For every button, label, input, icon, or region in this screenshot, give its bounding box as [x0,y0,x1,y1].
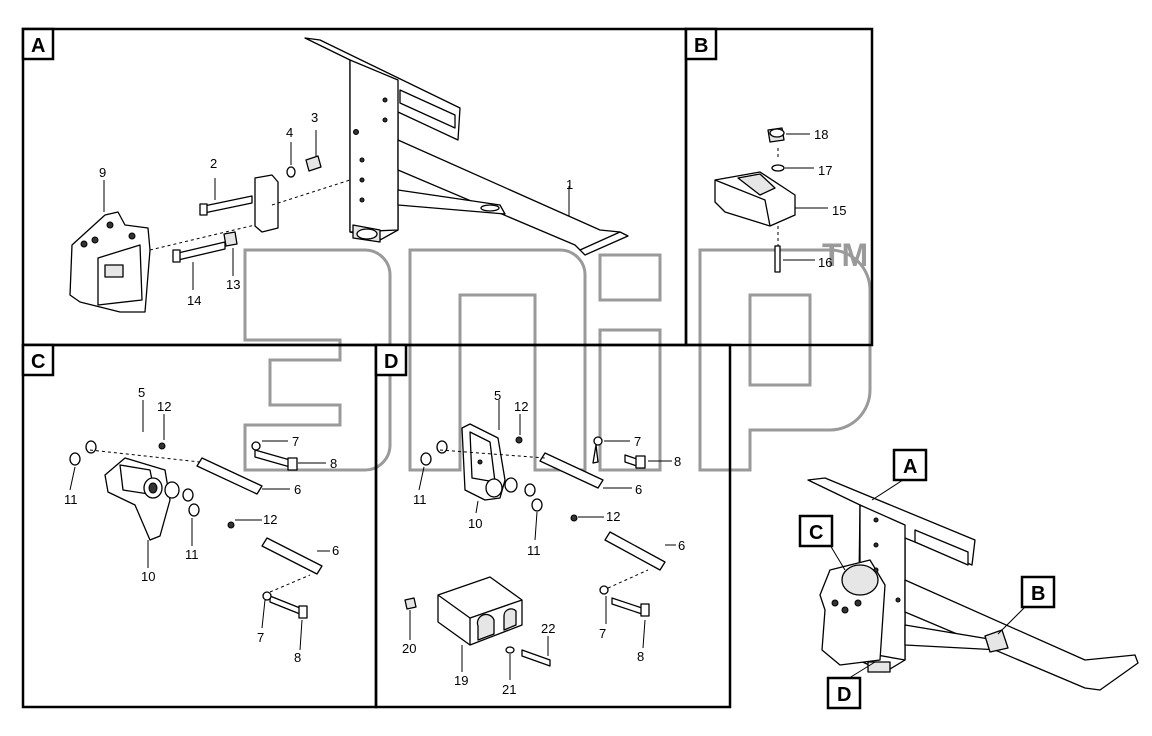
callout-d-7-top: 7 [634,434,641,449]
callout-b-15: 15 [832,203,846,218]
callout-d-11-left: 11 [413,492,427,507]
spacer-block [254,174,279,233]
part-18-washer [771,164,785,172]
watermark-trademark: TM [822,237,868,273]
callout-c-6-top: 6 [294,482,301,497]
part-6-pin-lower [261,537,323,575]
section-d-frame [374,343,732,709]
callout-c-11-mid: 11 [185,547,199,562]
callout-d-6-lower: 6 [678,538,685,553]
part-22-bolt [521,649,551,667]
svg-text:C: C [809,522,823,544]
callout-a-2: 2 [210,156,217,171]
part-20-nut [404,597,417,610]
part-15-block [714,171,796,227]
section-a-drawing: 1 2 3 4 9 13 14 [69,37,629,313]
part-2-bolt [203,195,253,214]
svg-text:B: B [1031,583,1045,605]
callout-a-13: 13 [226,277,240,292]
part-19-block [437,576,523,646]
callout-d-10: 10 [468,516,482,531]
callout-a-1: 1 [566,177,573,192]
section-b-frame [684,27,874,347]
callout-c-12-top: 12 [157,399,171,414]
callout-d-7-lower: 7 [599,626,606,641]
callout-c-8-top: 8 [330,456,337,471]
callout-c-5: 5 [138,385,145,400]
part-3-nut [305,155,322,172]
section-b-drawing: 18 17 15 16 [714,127,846,273]
part-6-pin-lower-d [604,531,666,571]
svg-text:A: A [903,456,917,478]
section-d-drawing: 5 12 7 8 11 6 10 12 11 6 7 8 20 19 21 22 [402,388,685,697]
section-c-tag: C [21,343,55,377]
callout-a-9: 9 [99,165,106,180]
callout-c-7-lower: 7 [257,630,264,645]
part-10-plate [461,423,518,501]
overview-tag-a: A [892,448,928,482]
svg-text:A: A [31,35,45,57]
callout-d-22: 22 [541,621,555,636]
callout-d-21: 21 [502,682,516,697]
part-21-washer [505,646,515,654]
overview-tag-d: D [826,676,862,710]
callout-c-6-lower: 6 [332,543,339,558]
callout-d-11-mid: 11 [527,543,541,558]
svg-text:B: B [694,35,708,57]
overview-tag-b: B [1020,575,1056,609]
callout-c-11-left: 11 [64,492,78,507]
section-c-drawing: 5 12 7 8 11 6 10 11 12 6 7 8 [64,385,339,665]
svg-text:D: D [384,351,398,373]
callout-a-14: 14 [187,293,201,308]
part-9-bracket [69,211,151,313]
callout-d-20: 20 [402,641,416,656]
svg-text:D: D [837,684,851,706]
assembly-overview [807,477,1139,691]
callout-a-3: 3 [311,110,318,125]
svg-text:C: C [31,351,45,373]
callout-c-12-mid: 12 [263,512,277,527]
callout-d-19: 19 [454,673,468,688]
callout-d-8-lower: 8 [637,649,644,664]
part-4-washer [286,166,296,178]
part-6-pin-upper [196,457,263,495]
watermark-logo: TM [243,237,872,472]
callout-c-10: 10 [141,569,155,584]
callout-c-7-top: 7 [292,434,299,449]
callout-b-16: 16 [818,255,832,270]
callout-d-5: 5 [494,388,501,403]
callout-d-12-top: 12 [514,399,528,414]
callout-a-4: 4 [286,125,293,140]
part-1-frame [304,37,629,256]
section-b-tag: B [684,27,718,61]
callout-b-17: 18 [814,127,828,142]
part-13-nut [223,231,238,247]
overview-tag-c: C [798,514,834,548]
section-c-frame [21,343,378,709]
callout-d-6-top: 6 [635,482,642,497]
section-d-tag: D [374,343,408,377]
callout-c-8-lower: 8 [294,650,301,665]
part-14-bolt [177,241,226,261]
section-a-tag: A [21,27,55,61]
callout-b-18: 17 [818,163,832,178]
callout-d-8-top: 8 [674,454,681,469]
part-10-bracket [104,457,180,541]
part-6-pin-upper-d [539,452,604,489]
part-16-bolt [774,245,781,273]
callout-d-12-mid: 12 [606,509,620,524]
